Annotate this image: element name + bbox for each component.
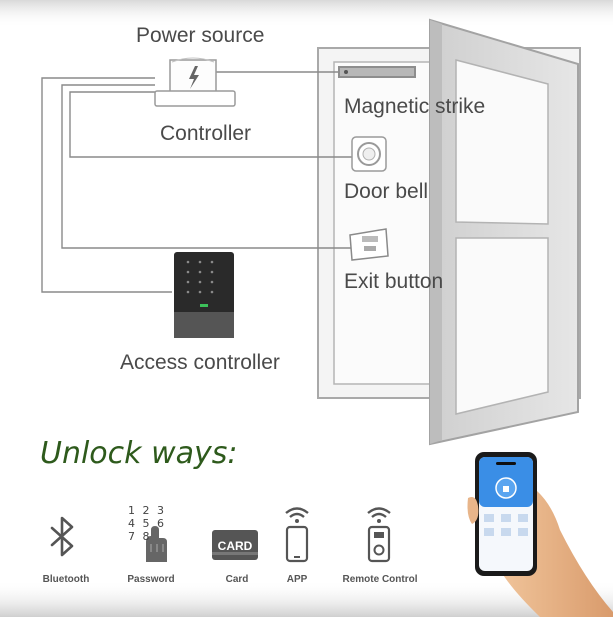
svg-text:CARD: CARD	[218, 539, 253, 553]
phone-wifi-icon	[286, 509, 308, 562]
access-controller-label: Access controller	[120, 351, 280, 375]
magnetic-strike-label: Magnetic strike	[344, 95, 485, 119]
password-digit-row: 4 5 6	[128, 517, 166, 530]
open-door	[430, 20, 578, 444]
power-source	[170, 58, 216, 92]
card-icon: CARD	[212, 530, 258, 560]
unlock-way-remote-label: Remote Control	[343, 574, 418, 585]
access-controller-keypad	[174, 252, 234, 338]
door-bell	[352, 137, 386, 171]
password-digits: 1 2 3 4 5 6 7 8	[128, 504, 166, 543]
unlock-way-app-label: APP	[287, 574, 308, 585]
unlock-ways-title: Unlock ways:	[40, 436, 237, 471]
password-digit-row: 1 2 3	[128, 504, 166, 517]
power-source-label: Power source	[136, 24, 264, 48]
password-digit-row: 7 8	[128, 530, 166, 543]
unlock-way-bluetooth-label: Bluetooth	[43, 574, 90, 585]
controller-label: Controller	[160, 122, 251, 146]
door-bell-label: Door bell	[344, 180, 428, 204]
remote-wifi-icon	[368, 509, 390, 562]
controller	[155, 91, 235, 106]
unlock-way-card-label: Card	[226, 574, 249, 585]
exit-button-device	[350, 229, 388, 260]
bluetooth-icon	[52, 518, 72, 555]
magnetic-strike	[338, 66, 416, 78]
exit-button-label: Exit button	[344, 270, 443, 294]
unlock-way-password-label: Password	[127, 574, 174, 585]
